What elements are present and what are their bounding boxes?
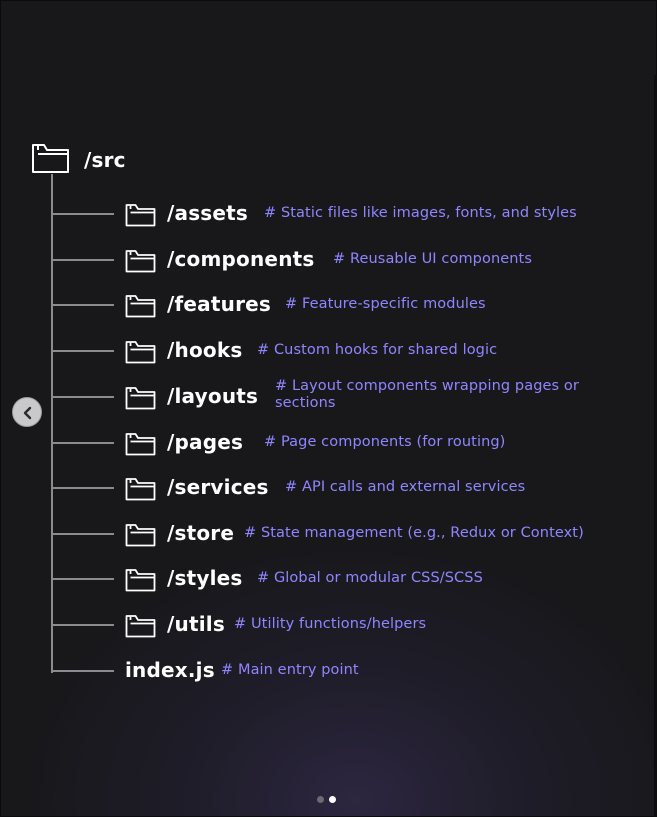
folder-comment: # Main entry point: [221, 662, 359, 678]
folder-label: /components: [167, 247, 315, 271]
folder-comment: # Global or modular CSS/SCSS: [257, 570, 483, 586]
folder-comment: # Static files like images, fonts, and s…: [264, 205, 577, 221]
pagination-dot-2-active[interactable]: [329, 796, 336, 803]
folder-comment: # State management (e.g., Redux or Conte…: [244, 525, 584, 541]
tree-trunk: [51, 174, 53, 673]
tree-branch: [51, 350, 114, 352]
tree-branch: [51, 624, 114, 626]
folder-comment: # Reusable UI components: [333, 251, 532, 267]
tree-branch: [51, 578, 114, 580]
tree-branch: [51, 396, 114, 398]
folder-label: /store: [167, 521, 235, 545]
tree-branch: [51, 259, 114, 261]
tree-branch: [51, 442, 114, 444]
folder-icon: [125, 478, 156, 501]
folder-label: index.js: [125, 658, 215, 682]
tree-branch: [51, 487, 114, 489]
folder-label: /services: [167, 475, 269, 499]
folder-comment: # Page components (for routing): [264, 434, 506, 450]
folder-icon: [125, 295, 156, 318]
folder-icon: [125, 433, 156, 456]
folder-label: /features: [167, 292, 271, 316]
folder-icon: [125, 204, 156, 227]
folder-icon: [125, 341, 156, 364]
folder-icon: [125, 250, 156, 273]
pagination-dot-1[interactable]: [317, 796, 324, 803]
folder-comment: # Layout components wrapping pages or se…: [275, 378, 579, 411]
folder-comment: # Feature-specific modules: [285, 296, 486, 312]
folder-label: /styles: [167, 566, 243, 590]
folder-label: /layouts: [167, 384, 259, 408]
folder-label: /utils: [167, 612, 225, 636]
folder-label: /pages: [167, 430, 244, 454]
folder-comment: # Utility functions/helpers: [234, 616, 427, 632]
folder-icon: [125, 387, 156, 410]
tree-branch: [51, 213, 114, 215]
tree-branch: [51, 304, 114, 306]
folder-icon: [125, 569, 156, 592]
folder-icon: [125, 615, 156, 638]
prev-slide-button[interactable]: [12, 397, 42, 427]
tree-branch: [51, 533, 114, 535]
folder-label: /hooks: [167, 338, 243, 362]
right-edge: [654, 75, 657, 817]
folder-icon: [32, 144, 69, 173]
folder-comment: # Custom hooks for shared logic: [257, 342, 498, 358]
folder-icon: [125, 524, 156, 547]
folder-comment: # API calls and external services: [285, 479, 526, 495]
tree-branch: [51, 670, 114, 672]
folder-label: /assets: [167, 201, 249, 225]
chevron-left-icon: [23, 406, 32, 420]
root-folder-label: /src: [84, 148, 126, 172]
